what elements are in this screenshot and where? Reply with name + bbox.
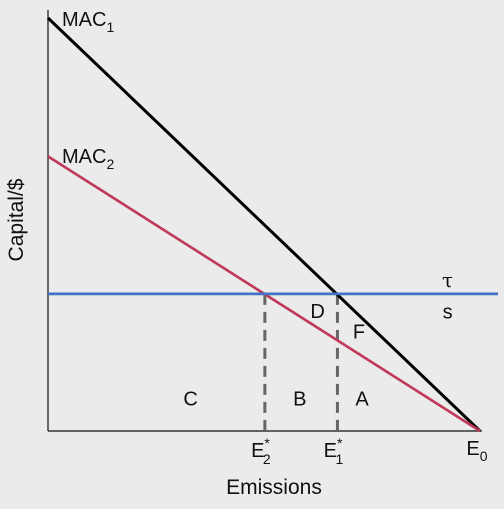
mac1-label-sub: 1 <box>106 19 114 35</box>
mac1-label: MAC1 <box>62 9 114 35</box>
x-tick-label-2: E*1 <box>324 435 344 467</box>
mac2-label: MAC2 <box>62 146 114 172</box>
area-label-a: A <box>355 388 369 410</box>
area-label-c: C <box>183 388 197 410</box>
area-label-s: s <box>443 302 453 324</box>
x-tick-label-e0-sub: 0 <box>480 448 488 464</box>
x-tick-label-e0-base: E <box>466 438 479 460</box>
x-axis-title: Emissions <box>226 476 322 499</box>
x-tick-label-2-sup: * <box>337 435 343 451</box>
x-tick-label-1: E*2 <box>251 435 271 467</box>
area-label-f: F <box>353 321 365 343</box>
area-label-b: B <box>293 388 306 410</box>
series-line-1 <box>46 16 482 433</box>
area-label-d: D <box>310 301 324 323</box>
x-tick-label-2-sub: 1 <box>335 451 343 467</box>
x-tick-label-1-sub: 2 <box>263 451 271 467</box>
tau-label: τ <box>442 268 453 292</box>
chart-marks <box>46 10 498 433</box>
mac2-label-sub: 2 <box>106 156 114 172</box>
x-tick-label-2-base: E <box>324 440 337 462</box>
x-tick-label-1-base: E <box>251 440 264 462</box>
mac1-label-base: MAC <box>62 9 106 31</box>
mac2-label-base: MAC <box>62 146 106 168</box>
x-tick-label-1-sup: * <box>264 435 270 451</box>
y-axis-title: Capital/$ <box>5 178 28 261</box>
x-tick-label-e0: E0 <box>466 438 487 464</box>
